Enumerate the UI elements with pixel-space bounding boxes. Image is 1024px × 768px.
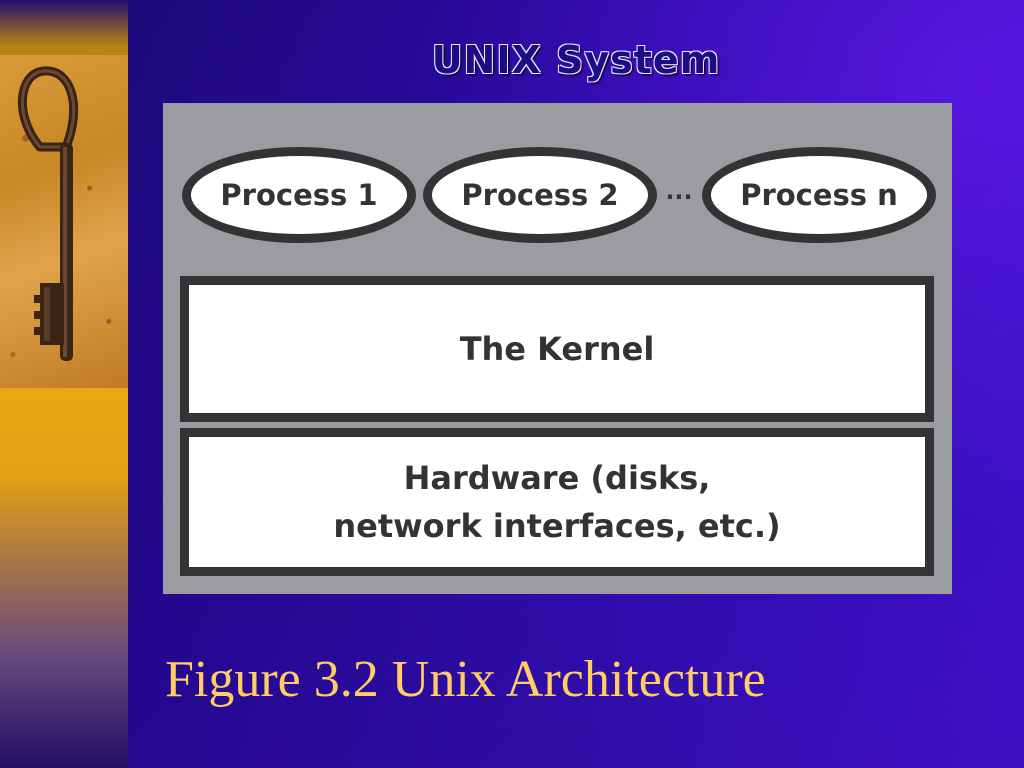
slide-title: UNIX System (431, 38, 721, 82)
hardware-label-line-2: network interfaces, etc.) (333, 507, 781, 545)
key-photo (0, 55, 128, 388)
kernel-label: The Kernel (459, 330, 655, 368)
process-1-oval: Process 1 (182, 147, 416, 243)
process-ellipsis: ... (665, 177, 693, 205)
unix-architecture-diagram: Process 1 Process 2 ... Process n The Ke… (163, 103, 952, 594)
hardware-label-line-1: Hardware (disks, (403, 459, 711, 497)
process-2-oval: Process 2 (423, 147, 657, 243)
key-icon (17, 66, 79, 361)
hardware-box: Hardware (disks, network interfaces, etc… (180, 428, 934, 576)
process-n-oval: Process n (702, 147, 936, 243)
figure-caption: Figure 3.2 Unix Architecture (165, 651, 766, 708)
kernel-box: The Kernel (180, 276, 934, 422)
